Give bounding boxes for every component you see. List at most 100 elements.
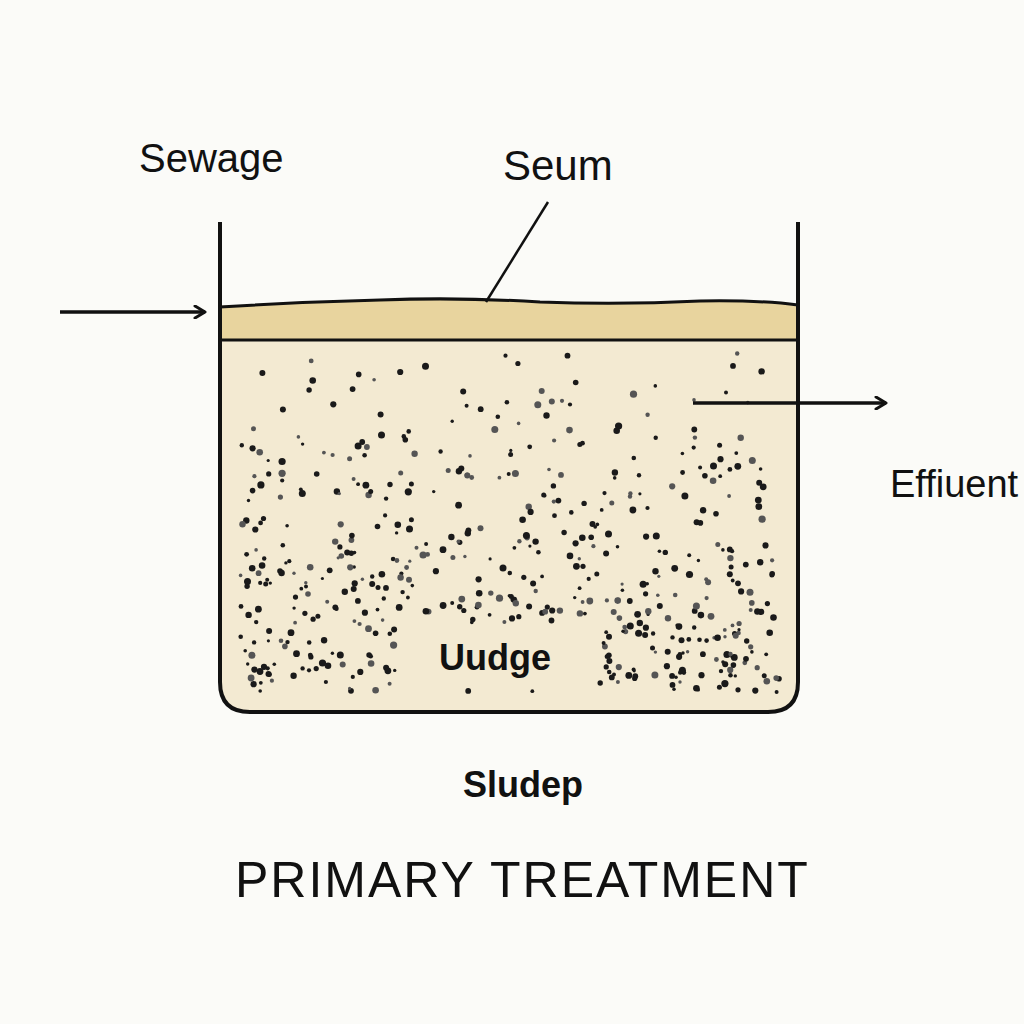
- particle-dot: [507, 472, 511, 476]
- particle-dot: [309, 359, 314, 364]
- particle-dot: [637, 620, 643, 626]
- particle-dot: [266, 666, 270, 670]
- particle-dot: [630, 391, 637, 398]
- particle-dot: [615, 422, 622, 429]
- outflow-label: Effiuent: [890, 464, 1018, 506]
- particle-dot: [293, 650, 300, 657]
- particle-dot: [717, 456, 723, 462]
- particle-dot: [285, 524, 289, 528]
- particle-dot: [406, 577, 412, 583]
- sludge-label: Sludep: [463, 765, 583, 805]
- particle-dot: [267, 459, 270, 462]
- particle-dot: [643, 534, 649, 540]
- particle-dot: [604, 664, 609, 669]
- particle-dot: [528, 545, 531, 548]
- particle-dot: [251, 426, 256, 431]
- particle-dot: [324, 680, 328, 684]
- particle-dot: [721, 660, 725, 664]
- particle-dot: [735, 687, 740, 692]
- particle-dot: [433, 568, 439, 574]
- particle-dot: [259, 681, 263, 685]
- particle-dot: [257, 481, 264, 488]
- particle-dot: [580, 441, 585, 446]
- particle-dot: [331, 453, 335, 457]
- particle-dot: [469, 475, 474, 480]
- outflow-arrow: [693, 401, 886, 405]
- particle-dot: [556, 498, 562, 504]
- particle-dot: [327, 567, 333, 573]
- particle-dot: [498, 476, 502, 480]
- particle-dot: [243, 649, 247, 653]
- tank-liquid: [220, 305, 798, 712]
- particle-dot: [679, 637, 685, 643]
- particle-dot: [698, 672, 704, 678]
- particle-dot: [400, 590, 404, 594]
- particle-dot: [605, 531, 612, 538]
- particle-dot: [325, 600, 329, 604]
- particle-dot: [248, 675, 255, 682]
- particle-dot: [250, 445, 256, 451]
- particle-dot: [719, 669, 723, 673]
- particle-dot: [460, 389, 466, 395]
- particle-dot: [759, 516, 766, 523]
- particle-dot: [440, 602, 447, 609]
- particle-dot: [500, 564, 507, 571]
- particle-dot: [612, 469, 618, 475]
- particle-dot: [373, 630, 379, 636]
- particle-dot: [362, 453, 367, 458]
- particle-dot: [567, 553, 574, 560]
- particle-dot: [737, 621, 742, 626]
- particle-dot: [762, 673, 767, 678]
- particle-dot: [381, 618, 385, 622]
- particle-dot: [645, 608, 651, 614]
- particle-dot: [573, 540, 579, 546]
- particle-dot: [288, 629, 295, 636]
- particle-dot: [650, 646, 655, 651]
- particle-dot: [704, 577, 708, 581]
- particle-dot: [727, 494, 731, 498]
- particle-dot: [654, 384, 658, 388]
- particle-dot: [621, 583, 624, 586]
- particle-dot: [278, 570, 284, 576]
- particle-dot: [395, 558, 400, 563]
- particle-dot: [308, 653, 313, 658]
- particle-dot: [502, 620, 506, 624]
- particle-dot: [370, 574, 374, 578]
- particle-dot: [764, 678, 771, 685]
- particle-dot: [503, 354, 507, 358]
- particle-dot: [602, 491, 606, 495]
- particle-dot: [347, 456, 352, 461]
- particle-dot: [297, 435, 301, 439]
- particle-dot: [266, 671, 272, 677]
- particle-dot: [406, 429, 411, 434]
- particle-dot: [523, 532, 530, 539]
- particle-dot: [512, 470, 519, 477]
- particle-dot: [717, 685, 722, 690]
- particle-dot: [730, 549, 734, 553]
- particle-dot: [735, 351, 739, 355]
- particle-dot: [280, 478, 284, 482]
- particle-dot: [319, 659, 326, 666]
- particle-dot: [292, 572, 295, 575]
- particle-dot: [457, 540, 461, 544]
- particle-dot: [697, 637, 702, 642]
- particle-dot: [680, 470, 685, 475]
- particle-dot: [375, 524, 381, 530]
- particle-dot: [299, 487, 303, 491]
- particle-dot: [611, 609, 617, 615]
- particle-dot: [727, 571, 733, 577]
- particle-dot: [755, 497, 762, 504]
- particle-dot: [593, 525, 597, 529]
- particle-dot: [340, 662, 346, 668]
- particle-dot: [723, 635, 726, 638]
- particle-dot: [519, 516, 526, 523]
- particle-dot: [528, 509, 534, 515]
- particle-dot: [534, 401, 541, 408]
- particle-dot: [581, 501, 586, 506]
- particle-dot: [258, 581, 262, 585]
- particle-dot: [269, 581, 272, 584]
- particle-dot: [363, 482, 370, 489]
- particle-dot: [738, 435, 744, 441]
- particle-dot: [743, 562, 749, 568]
- particle-dot: [715, 542, 720, 547]
